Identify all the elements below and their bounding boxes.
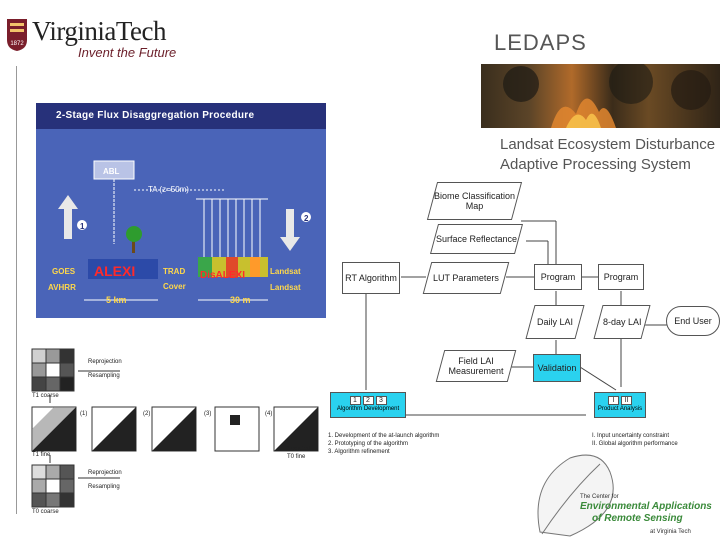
cear-line2: of Remote Sensing [592, 513, 683, 524]
alg-dev-steps: 1 2 3 [331, 396, 405, 405]
flowchart-connectors [365, 220, 671, 416]
end-user-node: End User [666, 306, 720, 336]
t1-coarse-grid [31, 348, 75, 392]
reprojection-label-2: Reprojection [88, 470, 122, 476]
product-note: II. Global algorithm performance [592, 441, 678, 447]
cear-logo [530, 452, 720, 540]
daily-lai-label: Daily LAI [536, 317, 573, 327]
vt-seal: 1872 [6, 18, 28, 52]
flux-diagram [36, 129, 326, 318]
t0-fine-label: T0 fine [287, 454, 306, 460]
product-analysis-label: Product Analysis [597, 406, 643, 412]
field-lai-box: Field LAI Measurement [435, 350, 517, 382]
left-divider [16, 66, 17, 514]
university-name: VirginiaTech [32, 16, 166, 46]
surface-reflectance-label: Surface Reflectance [435, 234, 518, 244]
lut-parameters-box: LUT Parameters [422, 262, 510, 294]
alg-notes: 1. Development of the at-launch algorith… [328, 432, 439, 456]
goes-label: GOES [52, 267, 76, 276]
ledaps-fullname-line1: Landsat Ecosystem Disturbance [500, 136, 716, 153]
cear-prefix: The Center for [580, 494, 619, 500]
program-box-2: Program [598, 264, 644, 290]
scale-30m: 30 m [230, 295, 251, 305]
end-user-label: End User [674, 316, 712, 326]
flux-panel [36, 103, 326, 318]
ledaps-fullname: Landsat Ecosystem Disturbance Adaptive P… [500, 135, 715, 175]
t1-coarse-label: T1 coarse [32, 393, 59, 399]
validation-box: Validation [533, 354, 581, 382]
marker-2: 2 [304, 214, 309, 223]
rt-algorithm-box: RT Algorithm [342, 262, 400, 294]
alg-step-box: 1 [349, 396, 361, 405]
cear-credit: at Virginia Tech [650, 529, 691, 535]
alexi-label: ALEXI [94, 263, 136, 279]
alg-step-box: 2 [362, 396, 374, 405]
flux-panel-title: 2-Stage Flux Disaggregation Procedure [56, 110, 255, 121]
resampling-label-2: Resampling [88, 484, 120, 490]
alg-note: 1. Development of the at-launch algorith… [328, 433, 440, 439]
step-1-label: (1) [80, 411, 88, 417]
flux-panel-header [36, 103, 326, 129]
ta-label: TA (z=50m) [148, 185, 189, 194]
biome-map-label: Biome Classification Map [433, 191, 516, 211]
avhrr-label: AVHRR [48, 283, 76, 292]
ledaps-title: LEDAPS [494, 30, 587, 55]
seal-year: 1872 [10, 41, 24, 47]
cover-label: Cover [163, 282, 186, 291]
ledaps-fullname-line2: Adaptive Processing System [500, 156, 691, 173]
scale-5km: 5 km [106, 295, 127, 305]
product-notes: I. Input uncertainty constraint II. Glob… [592, 432, 678, 448]
program-label-2: Program [603, 272, 639, 282]
step-grids [91, 406, 319, 452]
alg-note: 2. Prototyping of the algorithm [328, 441, 409, 447]
t0-coarse-grid [31, 464, 75, 508]
cear-line1: Environmental Applications [580, 501, 712, 512]
prod-step-box: I [608, 396, 619, 405]
t0-coarse-label: T0 coarse [32, 509, 59, 515]
university-tagline: Invent the Future [78, 45, 177, 60]
resampling-label-1: Resampling [88, 373, 120, 379]
prod-step-box: II [621, 396, 632, 405]
prod-steps: I II [595, 396, 645, 405]
algorithm-development-label: Algorithm Development [336, 406, 400, 412]
validation-label: Validation [537, 363, 577, 373]
disalexi-label: DisALEXI [200, 270, 246, 281]
t1-fine-label: T1 fine [32, 452, 51, 458]
t1-fine-grid [31, 406, 77, 452]
step-2-label: (2) [143, 411, 151, 417]
abl-label: ABL [103, 167, 120, 176]
program-label-1: Program [540, 272, 576, 282]
trad-label: TRAD [163, 267, 186, 276]
landsat-label-2: Landsat [270, 283, 301, 292]
predicted-label: Predicted [285, 446, 311, 452]
lut-parameters-label: LUT Parameters [433, 273, 499, 283]
alg-step-box: 3 [375, 396, 387, 405]
field-lai-label: Field LAI Measurement [448, 356, 504, 376]
product-analysis-box: I II Product Analysis [594, 392, 646, 418]
rt-algorithm-label: RT Algorithm [345, 273, 397, 283]
landsat-label-1: Landsat [270, 267, 301, 276]
daily-lai-box: Daily LAI [525, 305, 585, 339]
wildfire-photo [481, 60, 720, 128]
program-box-1: Program [534, 264, 582, 290]
algorithm-development-box: 1 2 3 Algorithm Development [330, 392, 406, 418]
eight-day-lai-label: 8-day LAI [602, 317, 642, 327]
step-3-label: (3) [204, 411, 212, 417]
biome-map-box: Biome Classification Map [426, 182, 523, 220]
product-note: I. Input uncertainty constraint [592, 433, 670, 439]
marker-1: 1 [80, 222, 85, 231]
grid-diagram [31, 348, 319, 508]
step-4-label: (4) [265, 411, 273, 417]
alg-note: 3. Algorithm refinement [328, 449, 390, 455]
surface-reflectance-box: Surface Reflectance [429, 224, 524, 254]
eight-day-lai-box: 8-day LAI [593, 305, 651, 339]
reprojection-label-1: Reprojection [88, 359, 122, 365]
